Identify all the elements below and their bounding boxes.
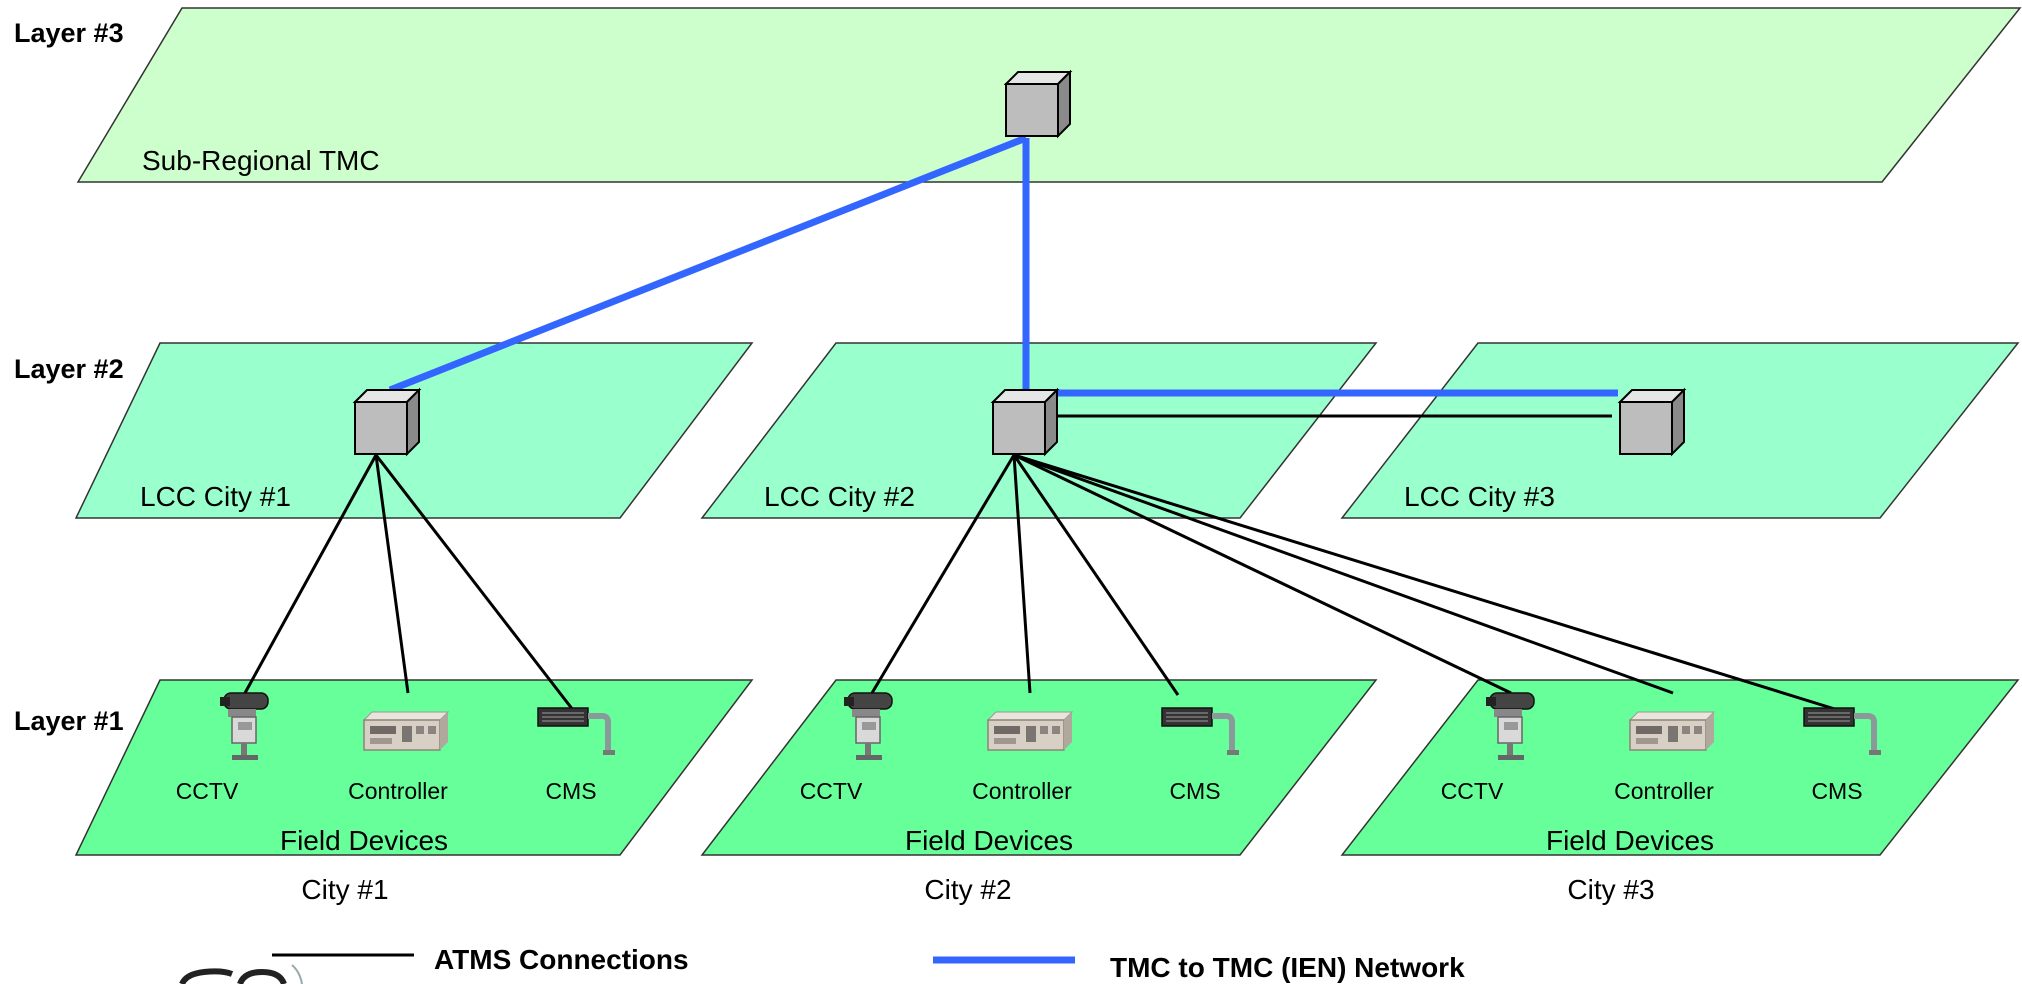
lcc1-plane-label: LCC City #1	[140, 481, 291, 512]
lcc2-server-icon	[992, 389, 1058, 455]
field1-plane-label: Field Devices	[280, 825, 448, 856]
cms-label-city2: CMS	[1169, 778, 1220, 804]
controller-label-city3: Controller	[1614, 778, 1714, 804]
tmc-plane-label: Sub-Regional TMC	[142, 145, 380, 176]
layer2-label: Layer #2	[14, 354, 124, 384]
field3-plane-label: Field Devices	[1546, 825, 1714, 856]
field2-plane-label: Field Devices	[905, 825, 1073, 856]
lcc1-server-icon	[354, 389, 420, 455]
logo	[179, 964, 303, 984]
controller-cabinet-icon	[1629, 711, 1715, 751]
controller-cabinet-icon	[363, 711, 449, 751]
cctv-label-city1: CCTV	[176, 778, 239, 804]
lcc3-plane-label: LCC City #3	[1404, 481, 1555, 512]
cctv-label-city2: CCTV	[800, 778, 863, 804]
cms-label-city1: CMS	[545, 778, 596, 804]
lcc3-server-icon	[1619, 389, 1685, 455]
atms-connections	[243, 414, 1839, 712]
city1-label: City #1	[301, 874, 388, 905]
cctv-label-city3: CCTV	[1441, 778, 1504, 804]
layer1-label: Layer #1	[14, 706, 124, 736]
controller-cabinet-icon	[987, 711, 1073, 751]
legend-atms-label: ATMS Connections	[434, 944, 689, 975]
city2-label: City #2	[924, 874, 1011, 905]
legend-ien-label: TMC to TMC (IEN) Network	[1110, 952, 1465, 983]
lcc2-plane-label: LCC City #2	[764, 481, 915, 512]
layer3-label: Layer #3	[14, 18, 124, 48]
cms-label-city3: CMS	[1811, 778, 1862, 804]
tmc-server-icon	[1005, 71, 1071, 137]
controller-label-city1: Controller	[348, 778, 448, 804]
controller-label-city2: Controller	[972, 778, 1072, 804]
city3-label: City #3	[1567, 874, 1654, 905]
